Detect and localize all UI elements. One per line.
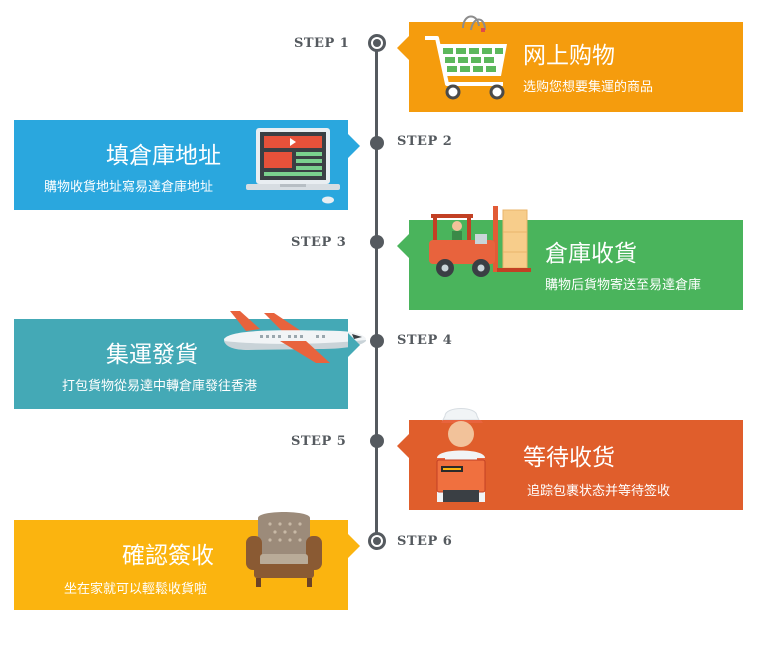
timeline-node-1 — [368, 34, 386, 52]
airplane-icon — [224, 311, 366, 363]
forklift-icon — [429, 206, 531, 277]
step-title-1: 网上购物 — [523, 43, 615, 69]
timeline-node-6 — [368, 532, 386, 550]
step-subtitle-2: 購物收貨地址寫易達倉庫地址 — [44, 180, 214, 195]
step-card-4: 集運發貨 打包貨物從易達中轉倉庫發往香港 — [14, 311, 366, 409]
step-subtitle-5: 追踪包裹状态并等待签收 — [527, 484, 671, 499]
timeline-node-3 — [370, 235, 384, 249]
step-label-3: STEP 3 — [291, 235, 347, 250]
step-card-3: 倉庫收貨 購物后貨物寄送至易達倉庫 — [397, 206, 743, 310]
step-subtitle-1: 选购您想要集運的商品 — [523, 80, 654, 95]
step-title-6: 確認簽收 — [122, 543, 214, 569]
step-card-6: 確認簽收 坐在家就可以輕鬆收貨啦 — [14, 512, 360, 610]
step-title-2: 填倉庫地址 — [106, 143, 221, 169]
timeline-node-2 — [370, 136, 384, 150]
step-card-2: 填倉庫地址 購物收貨地址寫易達倉庫地址 — [14, 120, 360, 210]
step-subtitle-4: 打包貨物從易達中轉倉庫發往香港 — [62, 379, 258, 394]
laptop-icon — [246, 128, 340, 204]
timeline-line — [375, 42, 378, 542]
step-label-6: STEP 6 — [397, 534, 453, 549]
step-title-3: 倉庫收貨 — [545, 241, 637, 267]
step-label-5: STEP 5 — [291, 434, 347, 449]
shopping-cart-icon — [425, 15, 507, 100]
timeline-node-5 — [370, 434, 384, 448]
step-card-1: 网上购物 选购您想要集運的商品 — [397, 15, 743, 112]
courier-icon — [436, 408, 486, 502]
step-title-5: 等待收货 — [523, 445, 615, 471]
step-title-4: 集運發貨 — [106, 342, 198, 368]
timeline-node-4 — [370, 334, 384, 348]
step-label-1: STEP 1 — [294, 36, 350, 51]
step-label-2: STEP 2 — [397, 134, 453, 149]
step-card-5: 等待收货 追踪包裹状态并等待签收 — [397, 408, 743, 510]
step-subtitle-3: 購物后貨物寄送至易達倉庫 — [545, 278, 702, 293]
step-label-4: STEP 4 — [397, 333, 453, 348]
step-subtitle-6: 坐在家就可以輕鬆收貨啦 — [64, 582, 208, 597]
armchair-icon — [246, 512, 322, 587]
